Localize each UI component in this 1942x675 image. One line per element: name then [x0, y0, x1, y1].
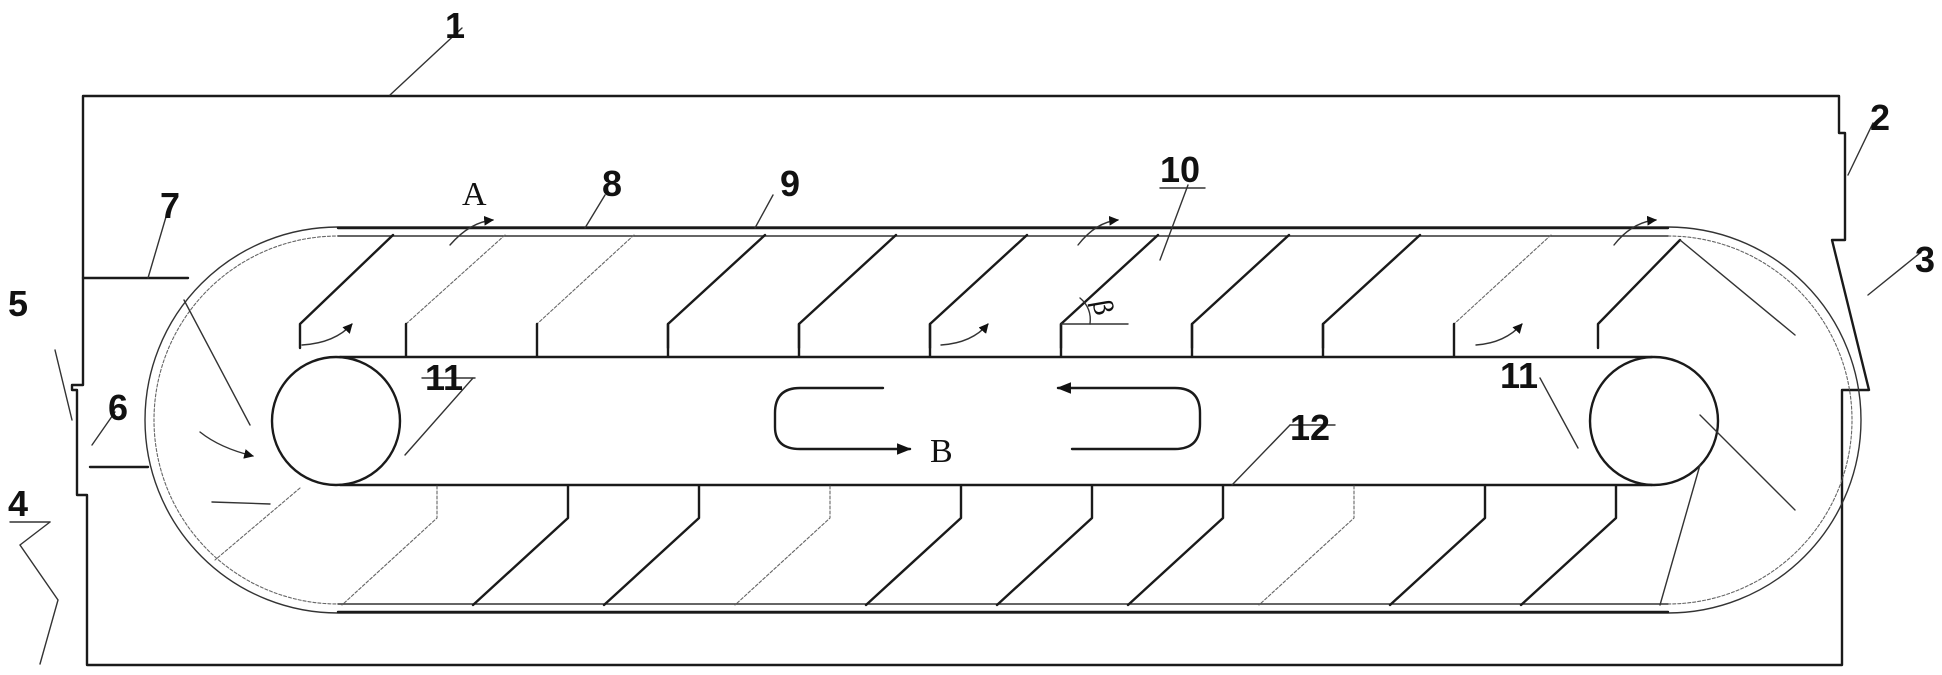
- label-10: 10: [1160, 149, 1200, 190]
- leader-lines: [19, 27, 1921, 665]
- label-1: 1: [445, 5, 465, 46]
- label-8: 8: [602, 163, 622, 204]
- label-11-right: 11: [1500, 355, 1538, 396]
- housing-outline: [70, 94, 1871, 667]
- flow-arrows: [199, 215, 1657, 459]
- conveyor-inner-track: [153, 235, 1853, 605]
- label-beta: β: [1086, 298, 1118, 318]
- end-blades: [183, 239, 1796, 606]
- label-2: 2: [1870, 97, 1890, 138]
- label-5: 5: [8, 283, 28, 324]
- label-6: 6: [108, 387, 128, 428]
- left-dash: [211, 501, 271, 505]
- label-4: 4: [8, 483, 28, 524]
- label-A: A: [462, 176, 487, 213]
- label-11-left: 11: [425, 357, 463, 398]
- upper-blades: [298, 233, 1682, 350]
- label-B: B: [930, 433, 953, 470]
- label-12: 12: [1290, 407, 1330, 448]
- label-3: 3: [1915, 239, 1935, 280]
- lower-blades: [341, 484, 1618, 607]
- beta-angle-arc: [1079, 297, 1091, 325]
- circulation-arrow-left: [773, 386, 912, 455]
- right-roller: [1588, 355, 1720, 487]
- upper-blade-posts: [404, 322, 1456, 358]
- left-roller: [270, 355, 402, 487]
- circulation-arrow-right: [1056, 382, 1202, 451]
- label-9: 9: [780, 163, 800, 204]
- conveyor-outer-track: [144, 226, 1862, 614]
- label-7: 7: [160, 185, 180, 226]
